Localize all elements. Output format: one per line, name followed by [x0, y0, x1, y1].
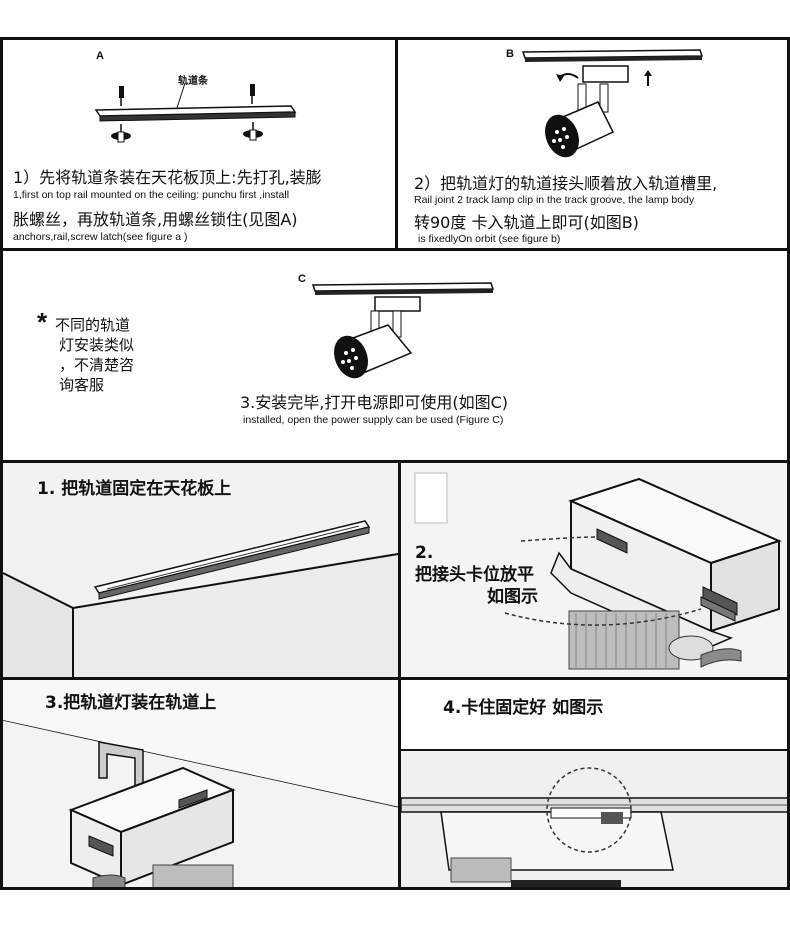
lamp-icon	[334, 324, 413, 379]
photo4-caption: 4.卡住固定好 如图示	[443, 698, 604, 718]
step1-en-line2: anchors,rail,screw latch(see figure a )	[13, 231, 188, 243]
photo1-caption: 1. 把轨道固定在天花板上	[37, 479, 232, 499]
lamp-on-rail-photo	[3, 680, 398, 887]
step1-en-line1: 1,first on top rail mounted on the ceili…	[13, 189, 290, 201]
screw-right-icon	[250, 84, 255, 104]
figure-letter-c: C	[298, 273, 306, 285]
screw-left-icon	[119, 86, 124, 106]
photo2-line1: 把接头卡位放平	[415, 565, 534, 585]
photo-2: 2. 把接头卡位放平 如图示	[398, 460, 790, 680]
lamp-installed-illustration	[311, 282, 495, 379]
photo-3: 3.把轨道灯装在轨道上	[0, 677, 401, 890]
anchor-right-icon	[243, 122, 263, 141]
step2-zh-line2: 转90度 卡入轨道上即可(如图B)	[414, 213, 639, 232]
note-line: ，不清楚咨	[59, 356, 135, 374]
note-line: 不同的轨道	[55, 316, 131, 334]
lamp-icon	[545, 101, 615, 158]
lamp-locked-photo	[401, 680, 787, 887]
anchor-left-icon	[111, 124, 131, 143]
figure-letter-a: A	[96, 50, 104, 62]
photo-4: 4.卡住固定好 如图示	[398, 677, 790, 890]
note-line: 灯安装类似	[59, 336, 135, 354]
photo3-caption: 3.把轨道灯装在轨道上	[45, 693, 217, 713]
step3-zh: 3.安装完毕,打开电源即可使用(如图C)	[240, 393, 509, 412]
step2-en-line1: Rail joint 2 track lamp clip in the trac…	[414, 194, 695, 206]
note-line: 询客服	[59, 376, 105, 394]
panel-c: C * 不同的轨道 灯安装类似 ，不清楚咨 询客服 3.安装完毕,打开电源即可使…	[0, 248, 790, 463]
note-star: *	[37, 307, 48, 337]
step3-en: installed, open the power supply can be …	[243, 414, 504, 426]
photo2-line2: 如图示	[487, 587, 538, 607]
note-text: 不同的轨道 灯安装类似 ，不清楚咨 询客服	[55, 315, 134, 395]
step1-zh-line1: 1）先将轨道条装在天花板顶上:先打孔,装膨	[13, 168, 322, 187]
panel-b: B 2）把轨道灯的轨道接头顺着放入轨道槽里, Rail joint 2 trac…	[395, 37, 790, 251]
step1-zh-line2: 胀螺丝，再放轨道条,用螺丝锁住(见图A)	[13, 210, 298, 229]
step2-zh-line1: 2）把轨道灯的轨道接头顺着放入轨道槽里,	[414, 174, 718, 193]
figure-letter-b: B	[506, 48, 514, 60]
step2-en-line2: is fixedlyOn orbit (see figure b)	[418, 233, 561, 245]
lamp-clip-illustration	[521, 49, 704, 158]
photo-1: 1. 把轨道固定在天花板上	[0, 460, 401, 680]
panel-a: A 轨道条 1）先将轨道条装在天花板顶上:先打孔,装膨 1,first on t…	[0, 37, 398, 251]
adapter-closeup-photo	[401, 463, 787, 677]
rail-mount-illustration	[94, 82, 297, 143]
photo2-step-number: 2.	[415, 543, 434, 563]
ceiling-rail-photo	[3, 463, 398, 677]
rail-label: 轨道条	[178, 76, 208, 87]
